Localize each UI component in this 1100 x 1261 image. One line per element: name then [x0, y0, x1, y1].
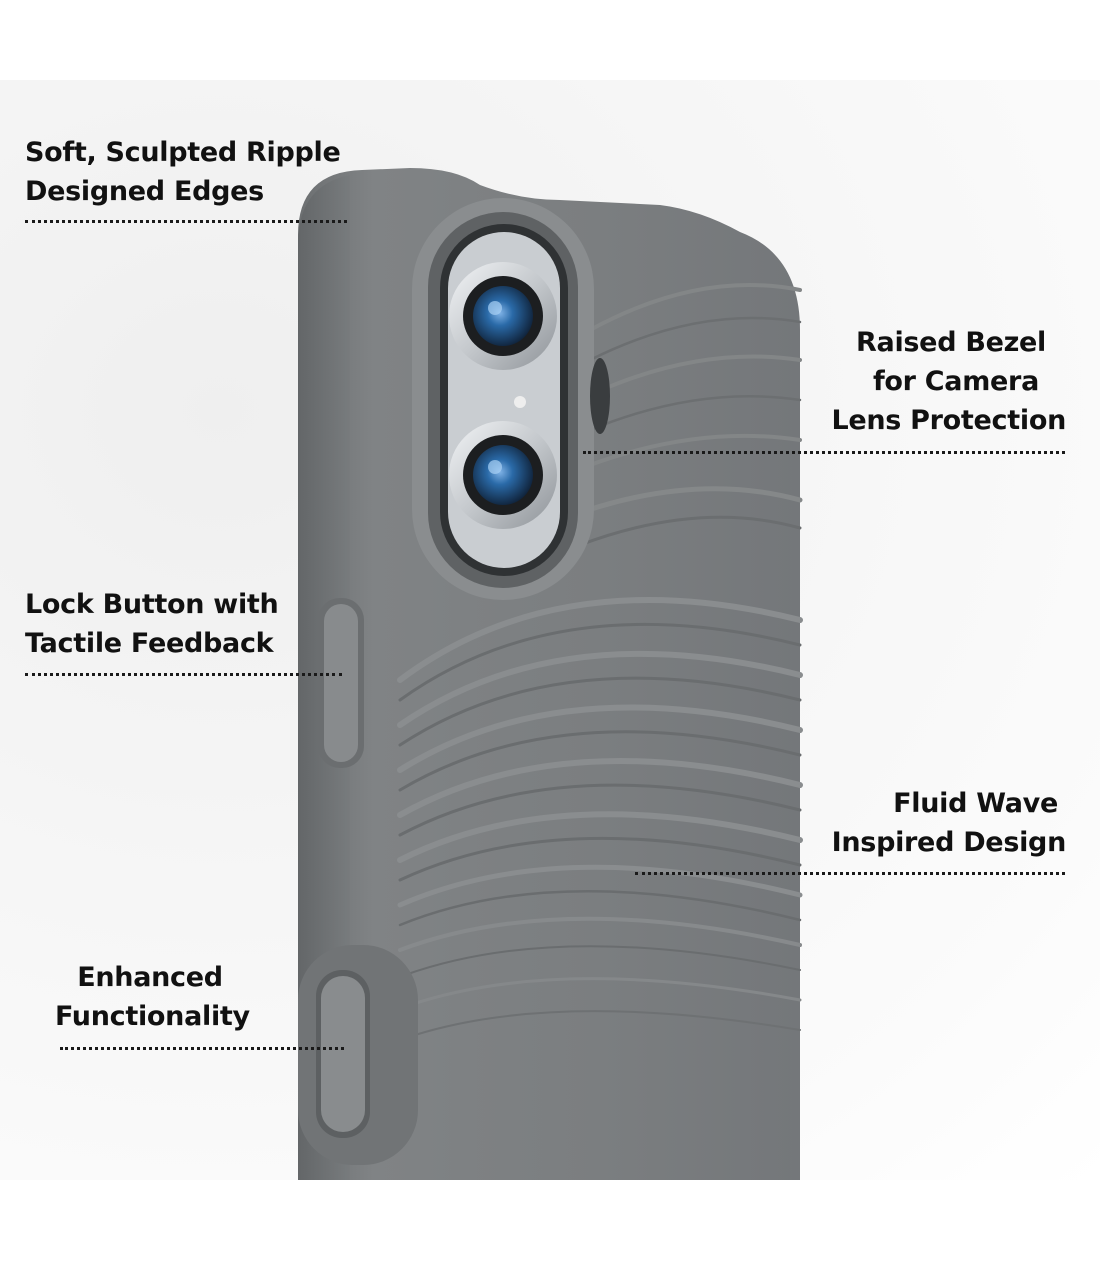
callout-bezel-line-3: Lens Protection	[831, 405, 1066, 436]
callout-lock-line-1: Lock Button with	[25, 589, 279, 620]
leader-wave	[635, 872, 1065, 875]
callout-lock-line-2: Tactile Feedback	[25, 628, 274, 659]
flash-dot	[514, 396, 526, 408]
wave-ripples	[397, 283, 803, 1036]
callout-bezel-line-2: for Camera	[872, 366, 1039, 397]
callout-functionality-line-1: Enhanced	[77, 962, 223, 993]
leader-functionality	[60, 1047, 344, 1050]
callout-bezel: Raised Bezel for Camera Lens Protection	[831, 323, 1066, 440]
action-button-icon	[298, 945, 418, 1165]
callout-lock: Lock Button with Tactile Feedback	[25, 585, 279, 663]
leader-lock	[25, 673, 342, 676]
callout-wave-line-2: Inspired Design	[831, 827, 1067, 858]
callout-bezel-line-1: Raised Bezel	[856, 327, 1046, 358]
callout-edges-line-2: Designed Edges	[25, 176, 264, 207]
lock-button-icon	[318, 598, 364, 768]
leader-edges	[25, 220, 347, 223]
callout-wave-line-1: Fluid Wave	[893, 788, 1058, 819]
leader-bezel	[583, 451, 1065, 454]
camera-bezel	[412, 198, 594, 600]
lens-bottom-icon	[449, 421, 557, 529]
callout-wave: Fluid Wave Inspired Design	[831, 784, 1067, 862]
callout-edges: Soft, Sculpted Ripple Designed Edges	[25, 133, 341, 211]
callout-functionality: Enhanced Functionality	[55, 958, 250, 1036]
callout-functionality-line-2: Functionality	[55, 1001, 250, 1032]
callout-edges-line-1: Soft, Sculpted Ripple	[25, 137, 341, 168]
lens-top-icon	[449, 262, 557, 370]
microphone-hole	[590, 358, 610, 434]
